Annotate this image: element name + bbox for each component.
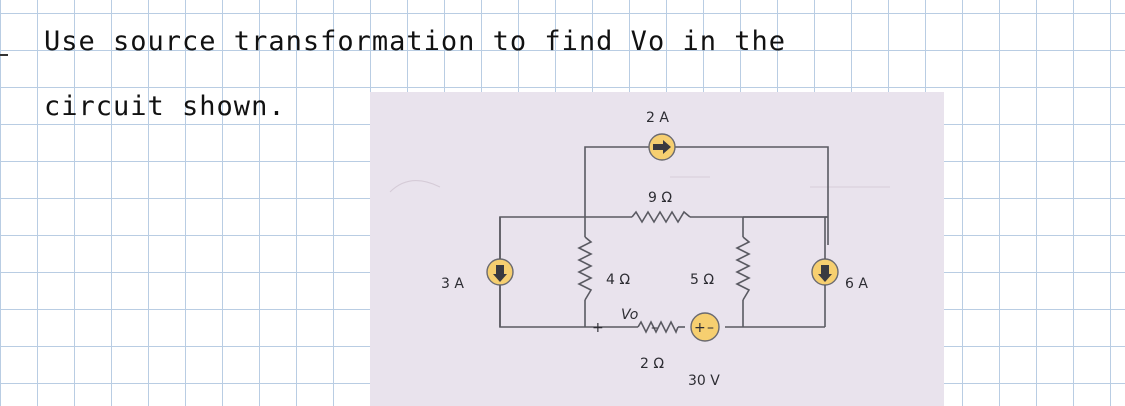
label-5ohm: 5 Ω [690,272,714,288]
arrow-down-icon [493,265,507,282]
label-vsrc-plus: + [694,320,706,336]
label-30v: 30 V [688,373,720,389]
arrow-down-icon [818,265,832,282]
resistor-4ohm [577,236,593,301]
voltage-source-30v [690,312,720,342]
label-2ohm: 2 Ω [640,356,664,372]
problem-line-2: circuit shown. [44,91,286,122]
label-6a: 6 A [845,276,868,292]
resistor-9ohm [631,210,691,224]
margin-tick [0,54,8,56]
label-4ohm: 4 Ω [606,272,630,288]
label-3a: 3 A [441,276,464,292]
label-vo-plus: + [592,320,604,336]
label-2a: 2 A [646,110,669,126]
show-through-mark [389,180,441,193]
resistor-2ohm [637,320,679,334]
wire-top-branch [584,146,829,217]
circuit-photo: 2 A 9 Ω 3 A 4 Ω 5 Ω 6 A + Vo – 2 Ω 30 V … [370,92,944,406]
label-vsrc-minus: – [707,320,714,336]
label-vo: Vo [621,307,638,323]
circuit-diagram: 2 A 9 Ω 3 A 4 Ω 5 Ω 6 A + Vo – 2 Ω 30 V … [370,92,944,406]
label-vo-minus: – [651,320,658,336]
resistor-5ohm [735,236,751,301]
label-9ohm: 9 Ω [648,190,672,206]
problem-line-1: Use source transformation to find Vo in … [44,26,786,57]
arrow-right-icon [653,140,671,154]
